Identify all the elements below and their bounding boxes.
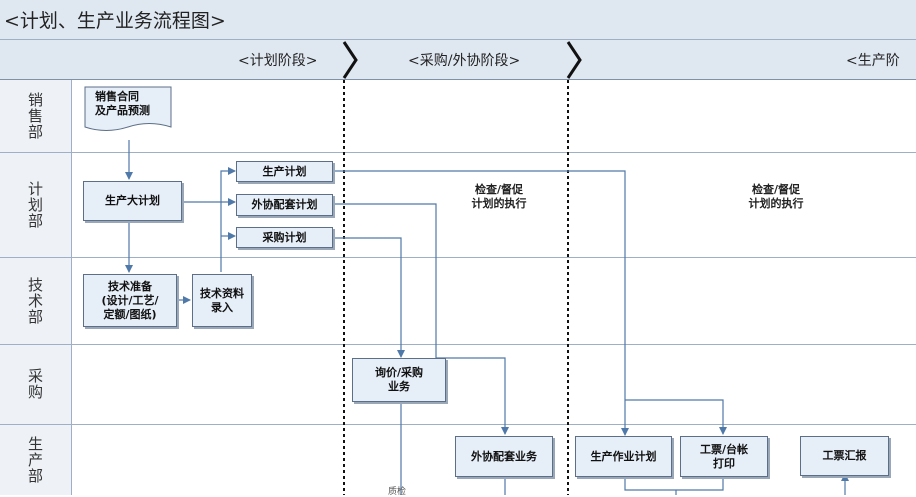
master-plan-box: 生产大计划 (83, 181, 182, 221)
lane-label-production: 生产部 (26, 435, 44, 484)
connector-arrow (333, 237, 405, 358)
work-plan-box: 生产作业计划 (575, 436, 672, 477)
sales-contract-document: 销售合同 及产品预测 (95, 90, 150, 117)
phase-label-production: <生产阶 (846, 53, 900, 69)
connector-arrow (220, 167, 236, 272)
production-plan-box: 生产计划 (236, 161, 333, 182)
lane-label-planning: 计划部 (26, 180, 44, 229)
quality-check-label: 质检 (388, 487, 407, 497)
phase-label-planning: <计划阶段> (238, 53, 318, 69)
tech-entry-box: 技术资料 录入 (192, 274, 252, 327)
title-bar: <计划、生产业务流程图> (0, 0, 916, 40)
lane-label-technical: 技术部 (26, 276, 44, 325)
connector-arrow (625, 399, 727, 435)
document-shape (84, 86, 172, 131)
chevron-right-icon (566, 41, 582, 79)
purchase-plan-box: 采购计划 (236, 227, 333, 248)
lane-header-production: 生产部 (0, 424, 72, 495)
lane-header-sales: 销售部 (0, 80, 72, 152)
lane-divider (0, 424, 916, 425)
lane-divider (0, 152, 916, 153)
page-title: <计划、生产业务流程图> (4, 10, 226, 32)
check-plan-note: 检查/督促 计划的执行 (471, 183, 527, 210)
lane-divider (0, 344, 916, 345)
phase-label-procurement: <采购/外协阶段> (408, 53, 521, 69)
lane-label-sales: 销售部 (26, 92, 44, 140)
outsourcing-plan-box: 外协配套计划 (236, 194, 333, 216)
tech-prep-box: 技术准备 (设计/工艺/ 定额/图纸) (83, 274, 177, 327)
lane-label-purchasing: 采购 (26, 368, 44, 400)
lane-header-purchasing: 采购 (0, 344, 72, 424)
ticket-report-box: 工票汇报 (800, 436, 889, 476)
lane-header-planning: 计划部 (0, 152, 72, 257)
check-plan-note: 检查/督促 计划的执行 (748, 183, 804, 210)
inquiry-purchase-box: 询价/采购 业务 (352, 358, 446, 402)
lane-divider (0, 257, 916, 258)
chevron-right-icon (342, 41, 358, 79)
ticket-print-box: 工票/台帐 打印 (680, 436, 768, 477)
lane-header-technical: 技术部 (0, 257, 72, 344)
phase-header: <计划阶段> <采购/外协阶段> <生产阶 (0, 40, 916, 80)
connector-arrow (333, 170, 629, 436)
connector-line (624, 478, 724, 491)
outsourcing-business-box: 外协配套业务 (455, 436, 553, 477)
